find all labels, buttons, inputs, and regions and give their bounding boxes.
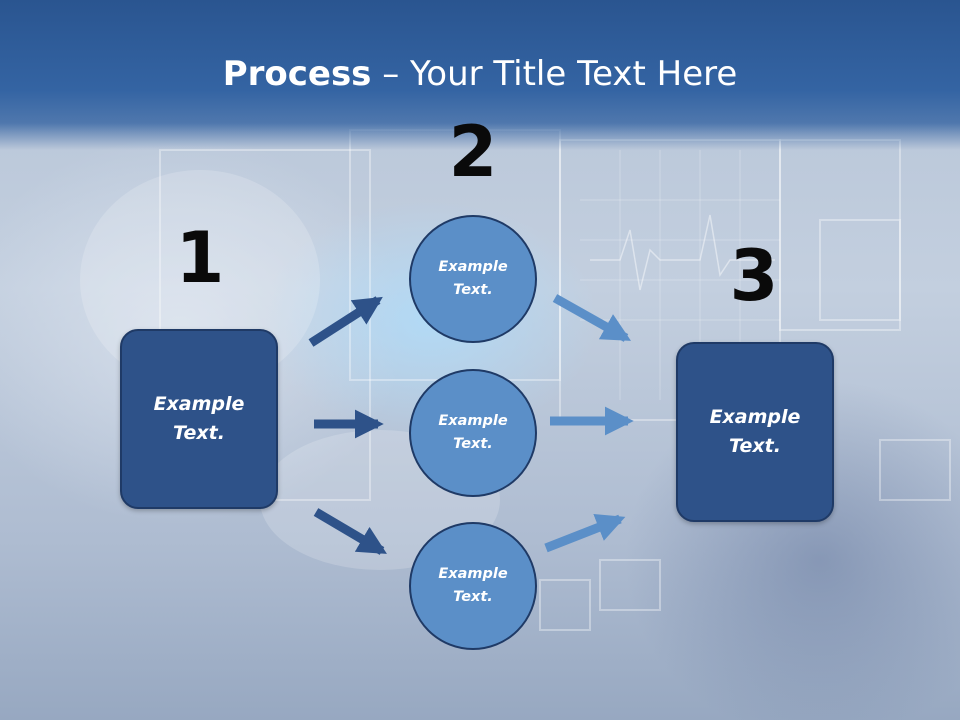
step-2-text-bottom: Example Text. xyxy=(438,566,508,605)
title-rest: – Your Title Text Here xyxy=(371,54,738,94)
step-number-2: 2 xyxy=(448,111,498,193)
title-bar xyxy=(0,0,960,150)
step-number-3: 3 xyxy=(729,235,779,317)
arrow-1-to-2a xyxy=(308,296,383,347)
step-2-circle-middle: Example Text. xyxy=(409,369,537,497)
step-3-box: Example Text. xyxy=(676,342,834,522)
step-1-text: Example Text. xyxy=(153,393,245,444)
step-2-circle-top: Example Text. xyxy=(409,215,537,343)
step-3-text: Example Text. xyxy=(709,406,801,457)
arrow-1-to-2c xyxy=(313,508,387,555)
step-2-text-top: Example Text. xyxy=(438,259,508,298)
arrow-2c-to-3 xyxy=(544,513,626,553)
step-2-text-middle: Example Text. xyxy=(438,413,508,452)
step-1-box: Example Text. xyxy=(120,329,278,509)
title-bold: Process xyxy=(222,54,372,94)
slide-title: Process – Your Title Text Here xyxy=(0,50,960,98)
step-number-1: 1 xyxy=(175,217,225,299)
step-2-circle-bottom: Example Text. xyxy=(409,522,537,650)
arrow-2a-to-3 xyxy=(552,294,632,342)
